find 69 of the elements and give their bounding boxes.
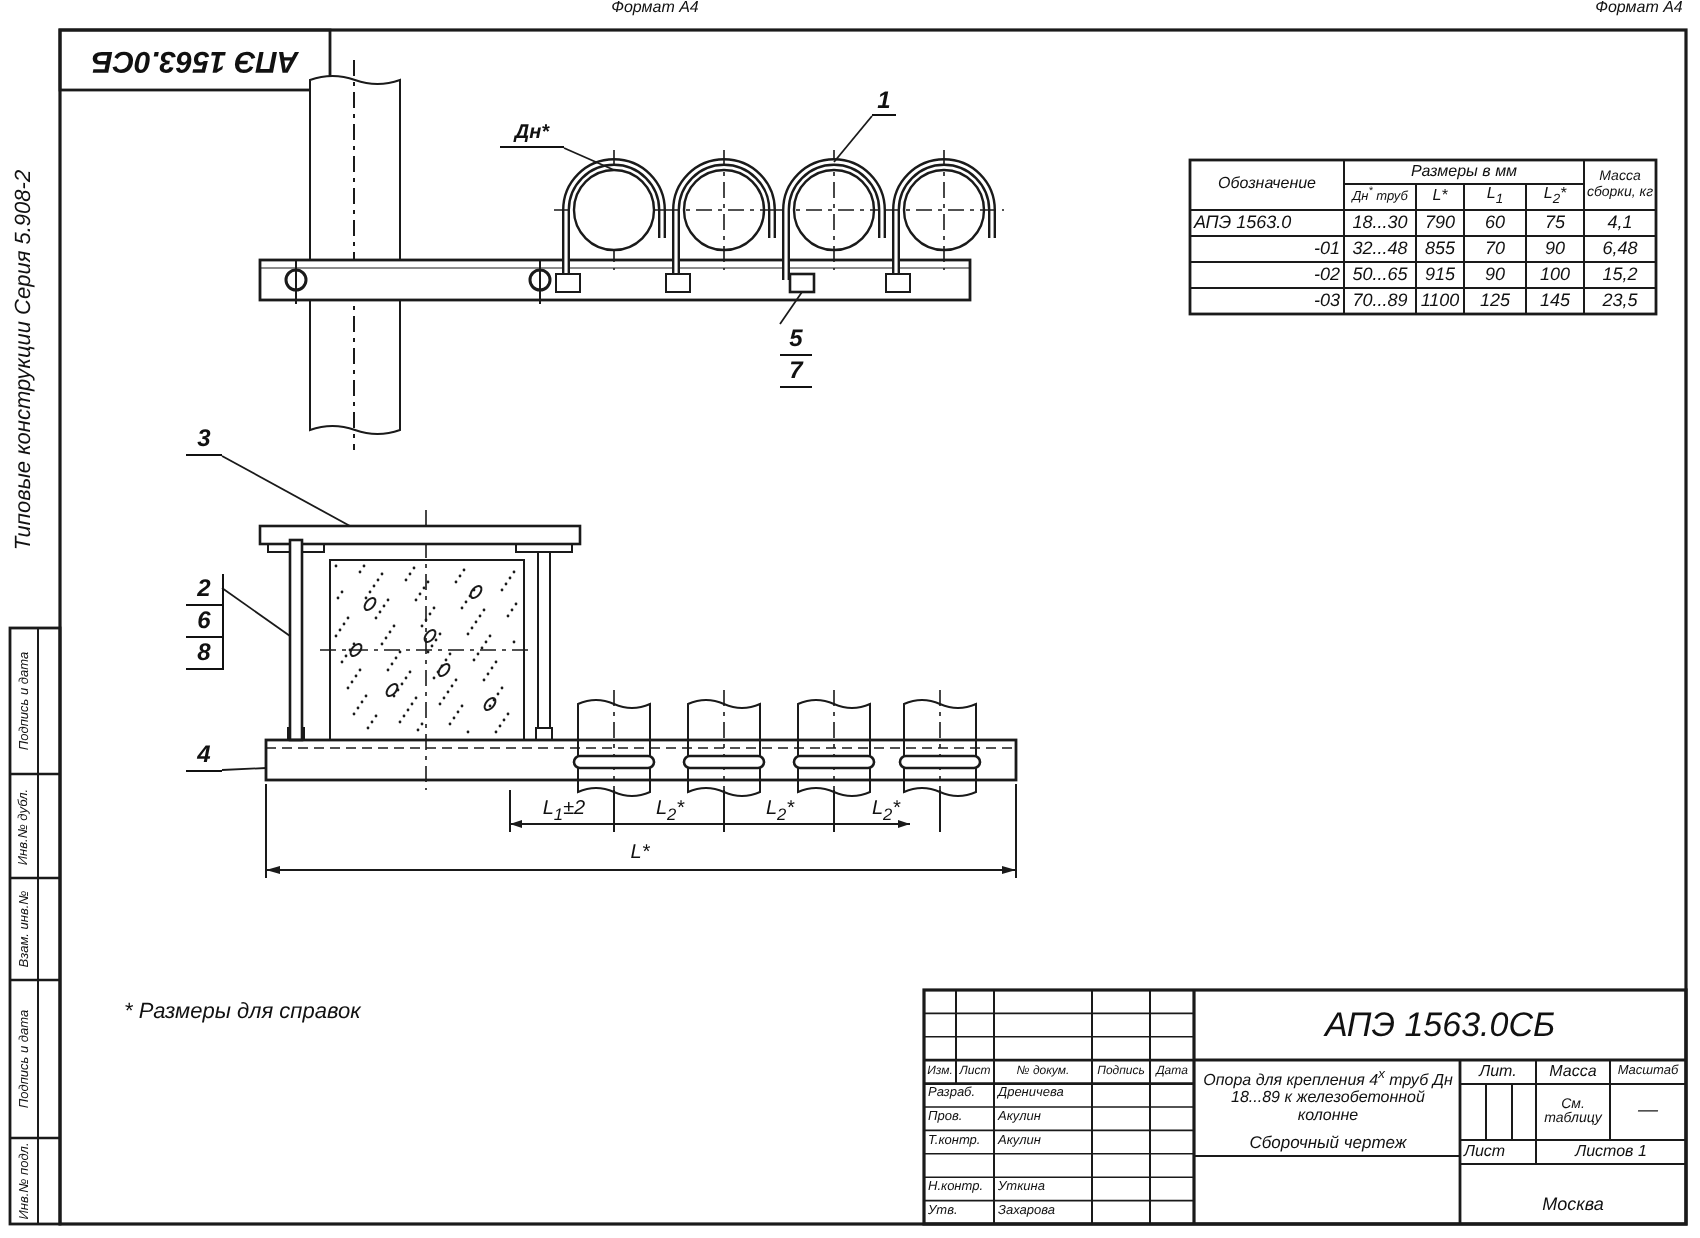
column-header: L$_{1}$: [1484, 184, 1506, 210]
column-header: Масса: [1547, 1062, 1599, 1084]
leader-line: [221, 767, 267, 771]
value-text: 145: [1537, 288, 1573, 314]
nut-drawing: [788, 272, 816, 294]
value-text: 23,5: [1600, 288, 1640, 314]
value-text: —: [1636, 1097, 1660, 1126]
u-bolt-drawing: [782, 158, 886, 280]
value-text: 915: [1422, 262, 1458, 288]
leader-line: [221, 587, 291, 637]
callout-number: 1: [872, 88, 896, 116]
callout-number: 2: [186, 574, 222, 606]
value-text: 1100: [1418, 288, 1462, 314]
value-text: 100: [1537, 262, 1573, 288]
plate-drawing: [258, 524, 582, 546]
value-text: 75: [1542, 210, 1567, 236]
format-note: Формат А4: [609, 0, 701, 18]
designation-text: АПЭ 1563.0: [1191, 210, 1294, 236]
value-text: 70: [1482, 236, 1507, 262]
callout-number: 3: [186, 424, 222, 456]
dimension-label: L$_{2}$*: [653, 800, 687, 824]
value-text: 50...65: [1350, 262, 1410, 288]
dimension-label: L$_{2}$*: [763, 800, 797, 824]
document-code: АПЭ 1563.0СБ: [1321, 1003, 1558, 1048]
callout-number: 8: [186, 638, 222, 670]
city-text: Москва: [1540, 1192, 1606, 1218]
callout-number: 7: [780, 356, 812, 388]
callout-number: 5: [780, 324, 812, 356]
value-text: 90: [1542, 236, 1567, 262]
diameter-label: Дн*: [500, 120, 564, 148]
stud-bolt-drawing: [288, 538, 304, 742]
designation-text: -02: [1311, 262, 1342, 288]
callout-number: 4: [186, 740, 222, 772]
dimension-label: L$_{2}$*: [869, 800, 903, 824]
callout-number: 6: [186, 606, 222, 638]
dimension-label: L$_{1}$±2: [540, 800, 588, 824]
column-header: L$_{2}$*: [1541, 184, 1569, 210]
value-text: 90: [1482, 262, 1507, 288]
value-text: 60: [1482, 210, 1507, 236]
leader-line: [779, 291, 803, 325]
base-beam-drawing: [264, 738, 1018, 782]
value-text: 15,2: [1600, 262, 1640, 288]
value-text: 32...48: [1350, 236, 1410, 262]
sheet-label: Листов 1: [1572, 1140, 1649, 1164]
format-note: Формат А4: [1593, 0, 1685, 18]
sheet-label: Лист: [1461, 1140, 1508, 1164]
value-text: 4,1: [1605, 210, 1635, 236]
column-header: Обозначение: [1215, 172, 1318, 197]
leader-line: [833, 115, 873, 163]
drawing-title: Сборочный чертеж: [1247, 1130, 1409, 1156]
value-text: 18...30: [1350, 210, 1410, 236]
footnote-text: * Размеры для справок: [122, 1000, 363, 1028]
value-text: 70...89: [1350, 288, 1410, 314]
designation-text: -01: [1311, 236, 1342, 262]
dimension-label: L*: [628, 842, 652, 868]
leader-line: [221, 455, 351, 527]
column-header: L*: [1430, 184, 1450, 209]
document-code: АПЭ 1563.0СБ: [89, 41, 301, 82]
series-note: Типовые конструкции Серия 5.908-2: [12, 167, 39, 555]
value-text: 125: [1477, 288, 1513, 314]
drawing-title: Опора для крепления 4$^{х}$ труб Дн 18...89 к железобетонной колонне: [1201, 1066, 1455, 1128]
pipe-drawing: [572, 168, 656, 252]
column-header: Лит.: [1476, 1062, 1519, 1084]
value-text: 855: [1422, 236, 1458, 262]
value-text: 790: [1422, 210, 1458, 236]
designation-text: -03: [1311, 288, 1342, 314]
leader-line: [563, 147, 615, 171]
value-text: 6,48: [1600, 236, 1640, 262]
column-header: Размеры в мм: [1408, 160, 1520, 184]
